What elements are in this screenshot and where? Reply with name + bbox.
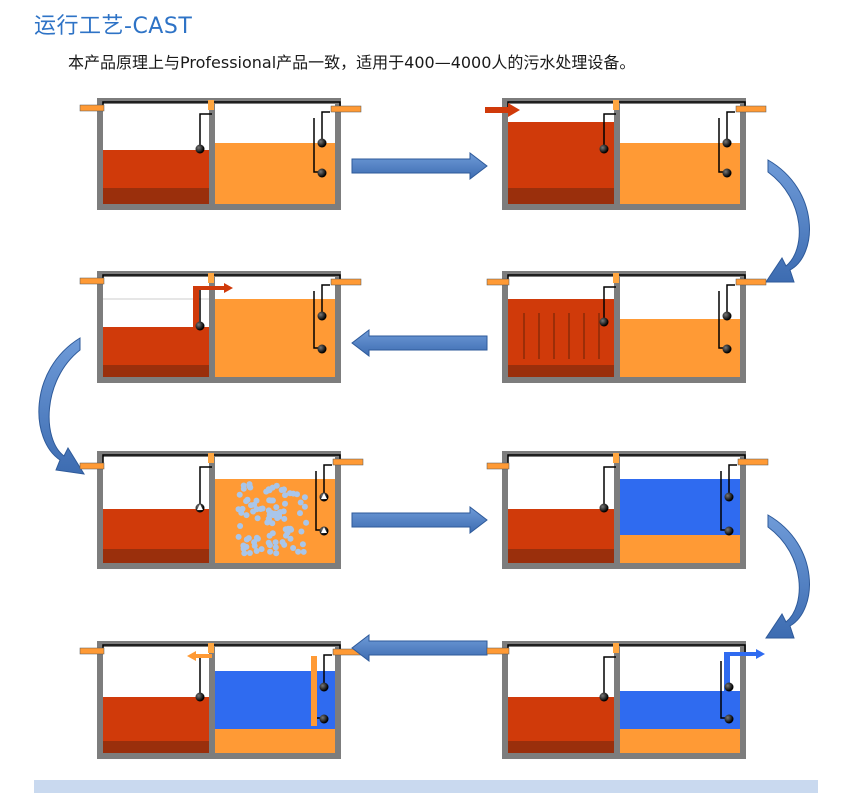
inflow-arrow-icon — [485, 103, 520, 117]
outlet-pipe — [330, 105, 362, 113]
mixed-liquor — [215, 143, 335, 204]
stage-2-tank — [502, 98, 746, 210]
page-description: 本产品原理上与Professional产品一致，适用于400—4000人的污水处… — [68, 53, 636, 72]
flow-arrow-right — [351, 505, 488, 535]
stage-7-tank — [502, 641, 746, 759]
flow-arrow-left — [351, 633, 488, 663]
stage-6-tank — [502, 451, 746, 569]
flow-arrow-curve-right — [765, 159, 810, 283]
stage-3-tank — [97, 271, 341, 383]
page-title: 运行工艺-CAST — [34, 14, 193, 39]
flow-arrow-curve-left — [38, 337, 85, 475]
aeration-bubbles — [235, 481, 310, 557]
stage-8-tank — [97, 641, 341, 759]
inlet-pipe — [79, 104, 105, 112]
stage-4-tank — [502, 271, 746, 383]
footer-bar — [34, 780, 818, 793]
flow-arrow-right — [351, 151, 488, 181]
flow-arrow-left — [351, 328, 488, 358]
flow-arrow-curve-right — [765, 514, 810, 639]
sludge-layer — [103, 150, 209, 188]
stage-1-tank — [97, 98, 341, 210]
